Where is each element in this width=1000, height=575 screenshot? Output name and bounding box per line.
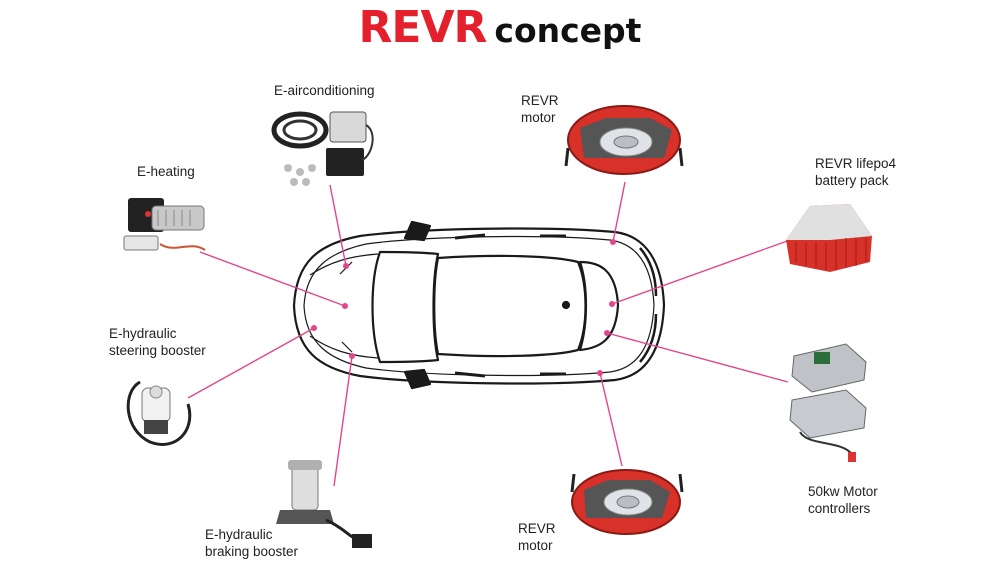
car-outline xyxy=(292,220,666,390)
steering-booster-icon xyxy=(126,380,192,446)
label-line: REVR lifepo4 xyxy=(815,156,897,171)
revr-motor-front-icon xyxy=(564,105,684,175)
heating-unit-icon xyxy=(123,198,206,251)
label-line: REVR xyxy=(518,521,556,536)
label-line: E-hydraulic xyxy=(109,326,177,341)
label-e-heating: E-heating xyxy=(137,163,195,180)
leader-dots xyxy=(311,239,616,376)
label-line: 50kw Motor xyxy=(808,484,878,499)
label-e-airconditioning: E-airconditioning xyxy=(274,82,375,99)
label-line: E-airconditioning xyxy=(274,83,375,98)
label-line: battery pack xyxy=(815,173,889,188)
motor-controllers-icon xyxy=(789,343,867,462)
label-revr-motor-front: REVR motor xyxy=(521,92,559,126)
label-line: steering booster xyxy=(109,343,206,358)
revr-motor-rear-icon xyxy=(570,469,684,535)
label-line: E-hydraulic xyxy=(205,527,273,542)
label-line: motor xyxy=(521,110,556,125)
leader-lines xyxy=(187,181,791,487)
braking-booster-icon xyxy=(276,460,372,548)
label-e-hydraulic-steering: E-hydraulic steering booster xyxy=(109,325,206,359)
label-e-hydraulic-braking: E-hydraulic braking booster xyxy=(205,526,298,560)
airconditioning-kit-icon xyxy=(271,111,374,186)
label-motor-controllers: 50kw Motor controllers xyxy=(808,483,878,517)
brand-name: REVR xyxy=(358,2,488,53)
battery-pack-icon xyxy=(786,204,872,272)
label-revr-motor-rear: REVR motor xyxy=(518,520,556,554)
label-revr-battery: REVR lifepo4 battery pack xyxy=(815,155,896,189)
label-line: braking booster xyxy=(205,544,299,559)
label-line: E-heating xyxy=(137,164,195,179)
label-line: motor xyxy=(518,538,553,553)
label-line: REVR xyxy=(521,93,559,108)
label-line: controllers xyxy=(808,501,871,516)
title-word: concept xyxy=(494,11,642,50)
